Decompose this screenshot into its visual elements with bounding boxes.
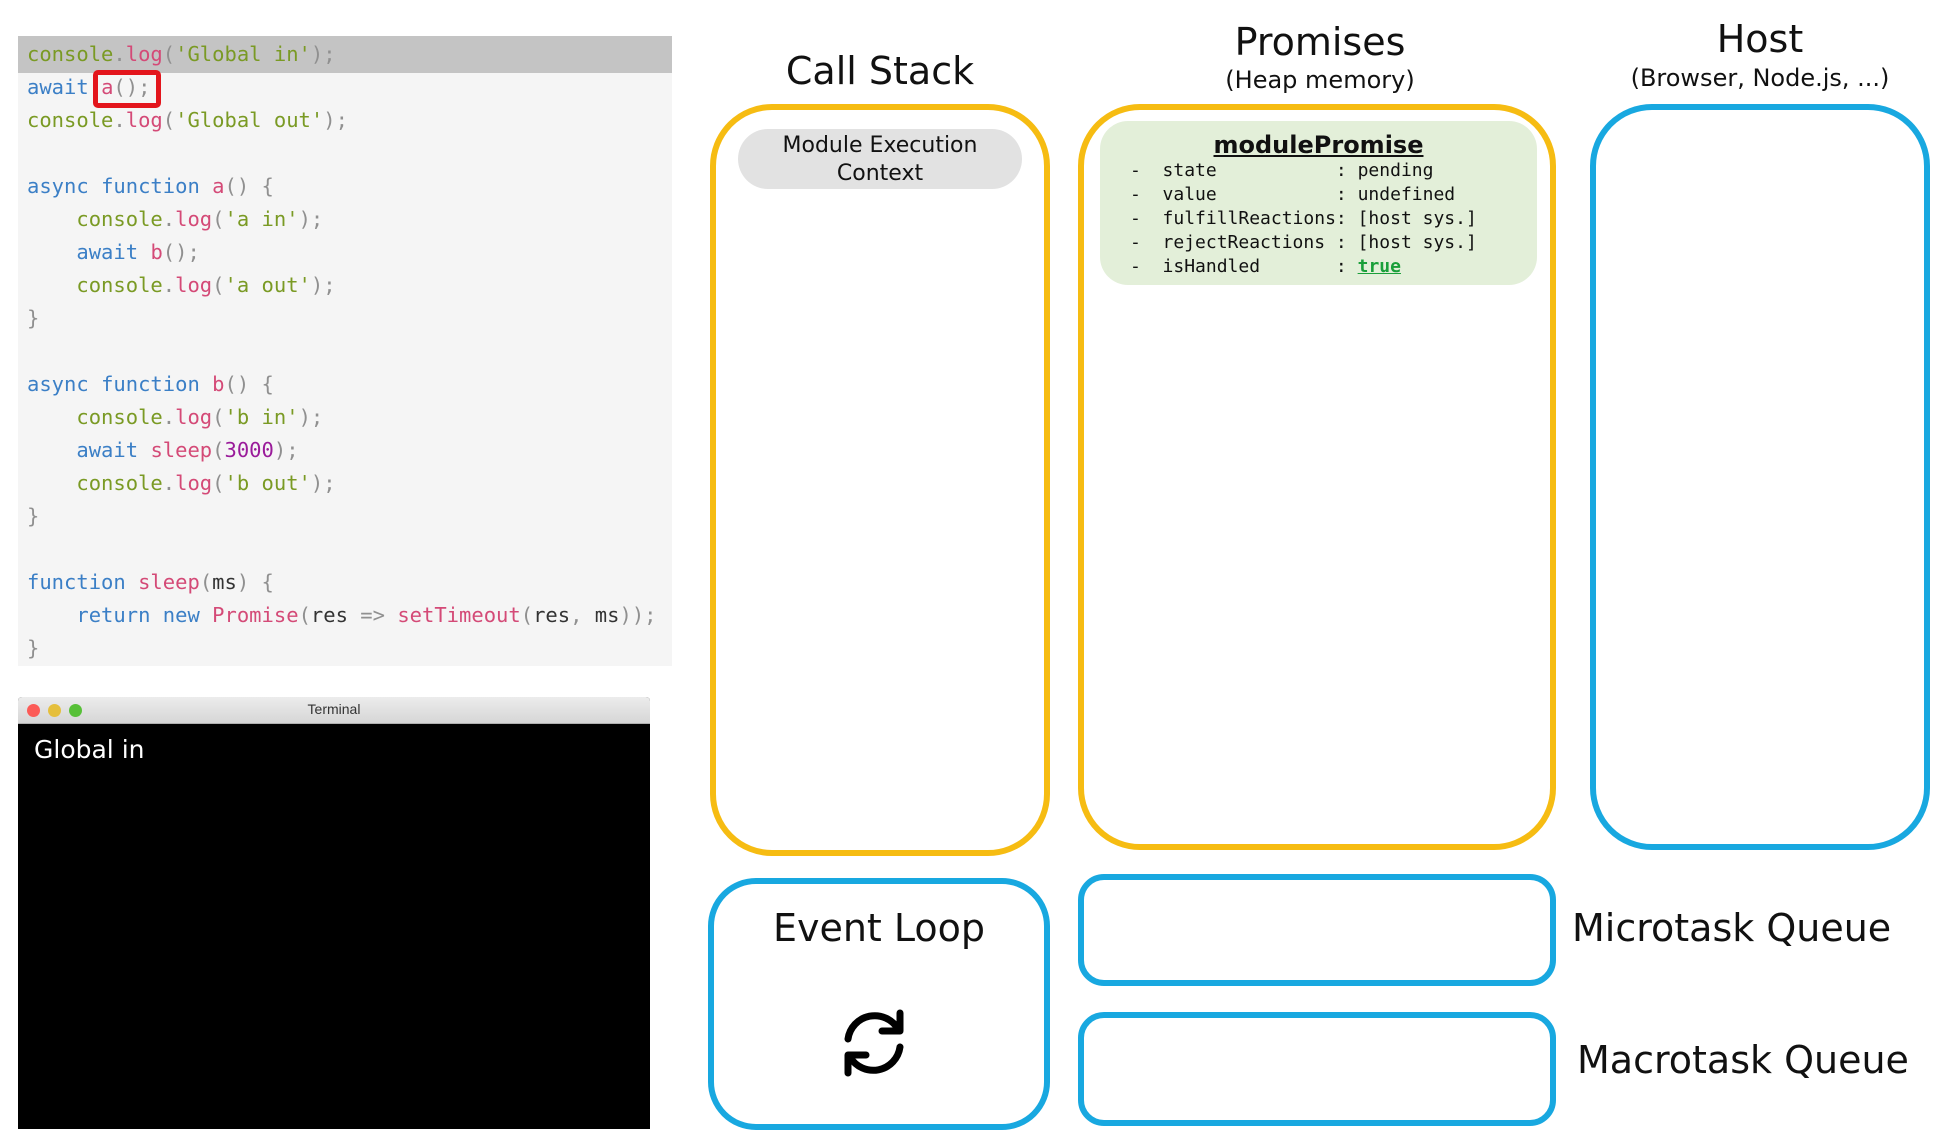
host-box bbox=[1590, 104, 1930, 850]
macrotask-queue-box bbox=[1078, 1012, 1556, 1126]
prop-key: fulfillReactions bbox=[1162, 208, 1336, 229]
prop-key: value bbox=[1162, 184, 1217, 205]
microtask-queue-label: Microtask Queue bbox=[1572, 906, 1892, 950]
code-line: } bbox=[27, 636, 40, 660]
code-line: await b(); bbox=[76, 240, 200, 264]
event-loop-title: Event Loop bbox=[772, 906, 986, 950]
code-line: async function b() { bbox=[27, 372, 274, 396]
prop-value: [host sys.] bbox=[1357, 232, 1477, 253]
code-line: console.log('Global out'); bbox=[27, 108, 348, 132]
host-subtitle: (Browser, Node.js, ...) bbox=[1630, 64, 1890, 92]
promises-title: Promises bbox=[1234, 20, 1406, 64]
call-stack-box bbox=[710, 104, 1050, 856]
code-line: } bbox=[27, 504, 40, 528]
macrotask-queue-label: Macrotask Queue bbox=[1577, 1038, 1909, 1082]
promise-prop: - isHandled : true bbox=[1130, 256, 1401, 277]
code-line: } bbox=[27, 306, 40, 330]
code-line: async function a() { bbox=[27, 174, 274, 198]
prop-key: isHandled bbox=[1162, 256, 1261, 277]
frame-label-line1: Module Execution bbox=[782, 133, 978, 158]
code-line: console.log('a out'); bbox=[76, 273, 336, 297]
promise-card-title: modulePromise bbox=[1213, 131, 1424, 159]
code-line: await a(); bbox=[27, 75, 151, 99]
code-line: console.log('b out'); bbox=[76, 471, 336, 495]
minimize-window-button[interactable] bbox=[48, 704, 61, 717]
current-call-highlight-box bbox=[93, 70, 161, 108]
promise-prop: - value : undefined bbox=[1130, 184, 1456, 205]
promise-prop: - rejectReactions : [host sys.] bbox=[1130, 232, 1477, 253]
code-line: function sleep(ms) { bbox=[27, 570, 274, 594]
code-line: console.log('b in'); bbox=[76, 405, 324, 429]
code-line: await sleep(3000); bbox=[76, 438, 299, 462]
module-promise-card: modulePromise - state : pending - value … bbox=[1100, 121, 1537, 285]
code-line: return new Promise(res => setTimeout(res… bbox=[76, 603, 657, 627]
prop-value: undefined bbox=[1357, 184, 1456, 205]
promises-box bbox=[1078, 104, 1556, 850]
host-title: Host bbox=[1716, 17, 1804, 61]
current-line-highlight bbox=[18, 36, 672, 73]
code-line: console.log('a in'); bbox=[76, 207, 324, 231]
code-panel: console.log('Global in'); await a(); con… bbox=[18, 36, 672, 666]
promise-prop: - fulfillReactions: [host sys.] bbox=[1130, 208, 1477, 229]
terminal-output: Global in bbox=[34, 735, 145, 764]
promises-subtitle: (Heap memory) bbox=[1225, 66, 1415, 94]
maximize-window-button[interactable] bbox=[69, 704, 82, 717]
close-window-button[interactable] bbox=[27, 704, 40, 717]
terminal-title-bar: Terminal bbox=[18, 697, 650, 724]
event-loop-box bbox=[708, 878, 1050, 1130]
promise-prop: - state : pending bbox=[1130, 160, 1434, 181]
terminal-window: Terminal Global in bbox=[18, 697, 650, 1129]
terminal-title: Terminal bbox=[307, 701, 361, 717]
prop-key: state bbox=[1162, 160, 1217, 181]
refresh-cycle-icon bbox=[844, 1009, 904, 1077]
frame-label-line2: Context bbox=[836, 161, 924, 186]
prop-value: [host sys.] bbox=[1357, 208, 1477, 229]
code-line: console.log('Global in'); bbox=[27, 42, 336, 66]
prop-value: pending bbox=[1357, 160, 1434, 181]
module-execution-context-frame: Module Execution Context bbox=[738, 129, 1022, 189]
prop-value: true bbox=[1357, 256, 1401, 277]
microtask-queue-box bbox=[1078, 874, 1556, 986]
call-stack-title: Call Stack bbox=[785, 49, 975, 93]
prop-key: rejectReactions bbox=[1162, 232, 1326, 253]
